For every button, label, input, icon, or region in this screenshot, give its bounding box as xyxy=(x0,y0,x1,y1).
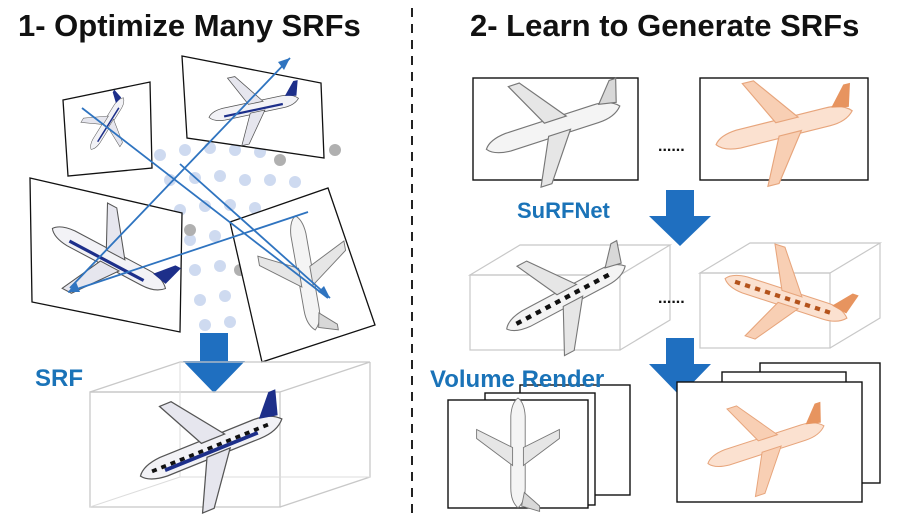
panel2-title: 2- Learn to Generate SRFs xyxy=(470,8,860,43)
view-image-right xyxy=(229,187,376,363)
rendered-views-gray xyxy=(447,384,631,512)
generated-srf-gray xyxy=(467,218,673,375)
panel1-title: 1- Optimize Many SRFs xyxy=(18,8,361,43)
ellipsis-top: ...... xyxy=(658,138,685,155)
view-image-top-left xyxy=(62,81,153,177)
down-arrow-icon xyxy=(649,190,711,246)
view-image-top-right xyxy=(181,55,325,159)
camera-rays xyxy=(67,57,331,299)
input-image-gray xyxy=(469,53,642,201)
down-arrow-icon xyxy=(649,338,711,396)
airplane-icon xyxy=(117,361,310,517)
volume-render-label: Volume Render xyxy=(430,366,605,393)
surfnet-label: SuRFNet xyxy=(517,198,610,223)
airplane-icon xyxy=(709,232,867,366)
srf-volume-box xyxy=(89,361,371,517)
ellipsis-middle: ...... xyxy=(658,290,685,307)
generated-srf-orange xyxy=(697,232,883,366)
input-image-orange xyxy=(699,57,871,197)
down-arrow-icon xyxy=(183,333,245,393)
srf-label: SRF xyxy=(35,365,83,392)
rendered-views-orange xyxy=(676,362,881,508)
airplane-icon xyxy=(482,218,654,375)
view-image-left xyxy=(28,177,194,335)
ray-arrowheads xyxy=(68,58,330,298)
